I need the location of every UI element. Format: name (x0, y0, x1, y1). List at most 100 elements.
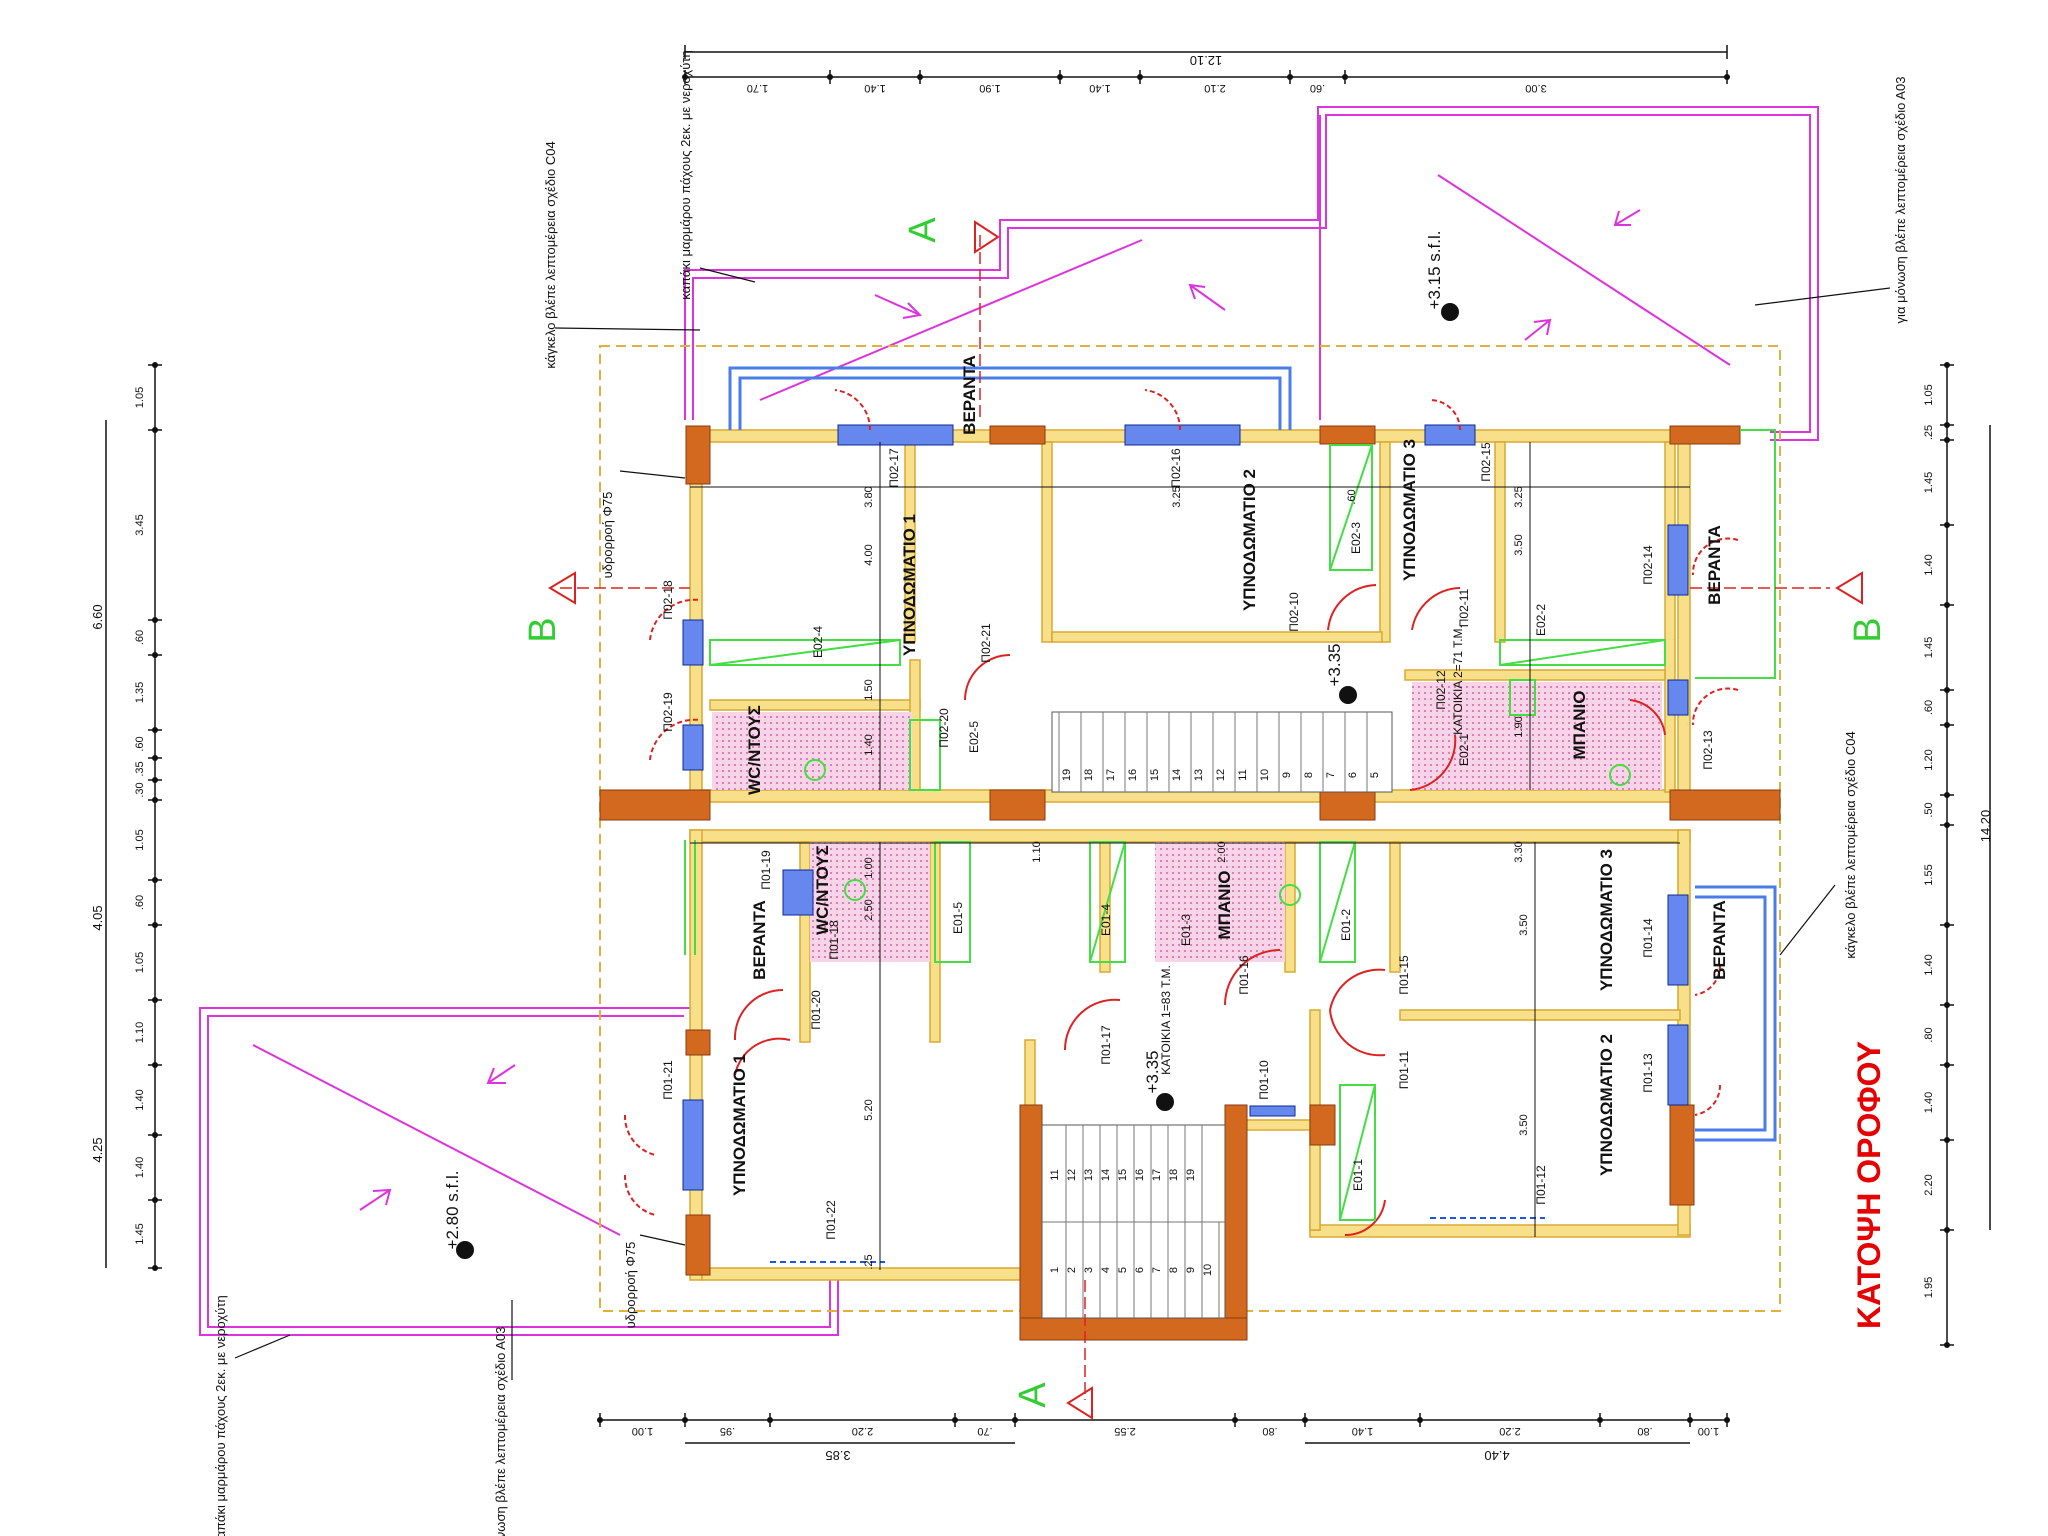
room-bed2-lower: ΥΠΝΟΔΩΜΑΤΙΟ 2 (1597, 1034, 1616, 1176)
door-swings (623, 389, 1739, 1237)
room-bed1-upper: ΥΠΝΟΔΩΜΑΤΙΟ 1 (900, 514, 919, 656)
dim-segment: 1.40 (1923, 1092, 1935, 1113)
dim-bottom-total-1: 3.85 (825, 1448, 850, 1463)
stair-step-number: 9 (1281, 772, 1293, 778)
stair-step-number: 12 (1215, 769, 1227, 781)
dim-segment: 1.40 (1089, 82, 1110, 94)
stair-step-number: 18 (1083, 769, 1095, 781)
dim-segment: .80 (1923, 1027, 1935, 1042)
green-railings (684, 429, 1776, 955)
stair-step-number: 10 (1259, 769, 1271, 781)
dim-left-total-3: 4.25 (90, 1137, 105, 1162)
note-insulation-bottom: για μόνωση βλέπε λεπτομέρεια σχέδιο Α03 (493, 1327, 508, 1536)
note-drain-upper: υδρορροή Φ75 (600, 492, 615, 579)
stair-step-number: 16 (1127, 769, 1139, 781)
level-markers: +3.15 s.f.l. +3.35 +3.35 +2.80 s.f.l. (443, 231, 1459, 1259)
interior-dim-d11: 2.50 (863, 899, 875, 920)
interior-dim-d1: 3.80 (863, 486, 875, 507)
section-a-top-label: A (902, 217, 944, 243)
section-markers: A A B B (522, 217, 1889, 1420)
stair-step-number: 11 (1237, 769, 1249, 780)
room-bath-lower: ΜΠΑΝΙΟ (1215, 871, 1234, 940)
interior-dim-d4: .60 (1346, 489, 1358, 504)
element-tag-p118: Π01-18 (827, 920, 841, 960)
element-tag-e12: Ε01-2 (1339, 909, 1353, 941)
dimension-left: 1.053.45.601.35.60.35.301.05.601.051.101… (90, 362, 162, 1271)
dim-bottom-total-2: 4.40 (1484, 1448, 1509, 1463)
room-veranda-left-lower: ΒΕΡΑΝΤΑ (750, 900, 769, 980)
element-tag-e14: Ε01-4 (1099, 904, 1113, 936)
stair-step-number: 6 (1134, 1267, 1146, 1273)
element-tag-e13: Ε01-3 (1179, 914, 1193, 946)
element-tag-p218: Π02-18 (661, 580, 675, 620)
interior-dim-d9: 1.90 (1513, 716, 1525, 737)
stair-step-number: 19 (1061, 769, 1073, 781)
element-tag-e22: Ε02-2 (1534, 604, 1548, 636)
stair-step-number: 10 (1202, 1264, 1214, 1276)
interior-dim-d10: 1.00 (863, 857, 875, 878)
element-tag-p220: Π02-20 (937, 708, 951, 748)
stair-step-number: 15 (1149, 769, 1161, 781)
stair-step-number: 3 (1083, 1267, 1095, 1273)
dim-segment: 1.40 (864, 82, 885, 94)
dim-segment: .60 (134, 630, 146, 645)
interior-dim-d7: 1.40 (863, 734, 875, 755)
dim-segment: 2.20 (1923, 1174, 1935, 1195)
element-tag-p221: Π02-21 (979, 623, 993, 663)
element-tag-p119: Π01-19 (759, 850, 773, 890)
dim-segment: .60 (134, 895, 146, 910)
dim-segment: 1.45 (1923, 472, 1935, 493)
stair-step-number: 16 (1134, 1169, 1146, 1181)
dim-segment: .25 (1923, 425, 1935, 440)
dim-segment: 1.05 (134, 387, 146, 408)
dim-segment: 2.20 (1499, 1425, 1520, 1437)
element-tag-p111: Π01-11 (1397, 1050, 1411, 1089)
stair-step-number: 8 (1168, 1267, 1180, 1273)
element-tag-p215: Π02-15 (1479, 442, 1493, 482)
room-veranda-top: ΒΕΡΑΝΤΑ (960, 355, 979, 435)
note-drain-lower: υδρορροή Φ75 (623, 1242, 638, 1329)
windows (682, 424, 1689, 1191)
stair-step-number: 5 (1369, 772, 1381, 778)
element-tag-p114: Π01-14 (1641, 918, 1655, 958)
dim-segment: .50 (1923, 802, 1935, 817)
dim-segment: .95 (720, 1425, 735, 1437)
dim-segment: 2.10 (1204, 82, 1225, 94)
veranda-railings (728, 366, 1777, 1142)
room-bed3-lower: ΥΠΝΟΔΩΜΑΤΙΟ 3 (1597, 849, 1616, 991)
section-a-bottom-label: A (1012, 1382, 1054, 1408)
columns (599, 425, 1781, 1341)
stair-step-number: 6 (1347, 772, 1359, 778)
interior-dim-d5: 3.25 (1513, 486, 1525, 507)
stair-step-number: 9 (1185, 1267, 1197, 1273)
wet-room-hatch (712, 682, 1662, 962)
dim-segment: .30 (134, 782, 146, 797)
element-tag-p110: Π01-10 (1257, 1060, 1271, 1100)
element-tag-p210: Π02-10 (1287, 592, 1301, 632)
room-apt1: ΚΑΤΟΙΚΙΑ 1=83 Τ.Μ. (1159, 965, 1173, 1075)
element-tag-p219: Π02-19 (661, 692, 675, 732)
interior-dim-d17: 3.50 (1518, 1114, 1530, 1135)
note-insulation-top: για μόνωση βλέπε λεπτομέρεια σχέδιο Α03 (1893, 77, 1908, 324)
stair-step-number: 13 (1083, 1169, 1095, 1181)
stair-step-number: 15 (1117, 1169, 1129, 1181)
dim-segment: 1.45 (1923, 637, 1935, 658)
stair-step-number: 11 (1049, 1169, 1061, 1180)
section-b-left-label: B (522, 617, 564, 642)
stair-step-number: 17 (1151, 1169, 1163, 1181)
stair-step-number: 14 (1100, 1169, 1112, 1181)
interior-dim-d2: 4.00 (863, 544, 875, 565)
dim-segment: .70 (977, 1425, 992, 1437)
dim-segment: 1.00 (632, 1425, 653, 1437)
dim-segment: 1.05 (134, 952, 146, 973)
stair-step-number: 13 (1193, 769, 1205, 781)
dim-segment: 1.70 (747, 82, 768, 94)
stair-step-number: 8 (1303, 772, 1315, 778)
interior-dim-d12: 1.10 (1031, 841, 1043, 862)
dim-segment: 2.20 (852, 1425, 873, 1437)
stair-step-number: 7 (1151, 1267, 1163, 1273)
